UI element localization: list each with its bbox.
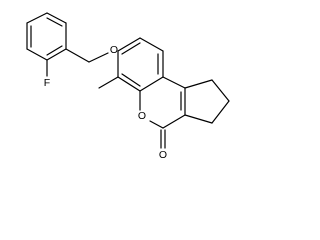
bond (139, 37, 164, 52)
bond (162, 76, 186, 89)
bond (46, 45, 63, 56)
ether-oxygen-label: O (110, 44, 118, 56)
bond (26, 12, 48, 24)
bond (117, 76, 141, 92)
bond (149, 120, 164, 129)
fluorine-label: F (44, 77, 50, 89)
cyclopentane-ring (184, 79, 230, 124)
pyranone-ring (139, 76, 186, 129)
bond (162, 114, 186, 129)
ring-oxygen-label: O (138, 110, 146, 122)
bond (184, 114, 213, 124)
bond (46, 17, 63, 27)
bond (211, 100, 230, 124)
bond (121, 73, 141, 87)
bond (139, 76, 164, 92)
chemical-structure-diagram: F O O O (26, 12, 230, 161)
bond (211, 79, 230, 102)
bond (184, 79, 213, 89)
bond (46, 12, 67, 24)
bond (65, 48, 90, 63)
carbonyl-oxygen-label: O (159, 149, 167, 161)
bond (26, 48, 48, 61)
fluorobenzyl-ring (26, 12, 67, 61)
bond (46, 48, 67, 61)
bond (121, 42, 141, 55)
methyl-bond (98, 76, 119, 89)
bond (88, 52, 109, 63)
aromatic-ring (117, 37, 164, 92)
bond (117, 37, 141, 52)
